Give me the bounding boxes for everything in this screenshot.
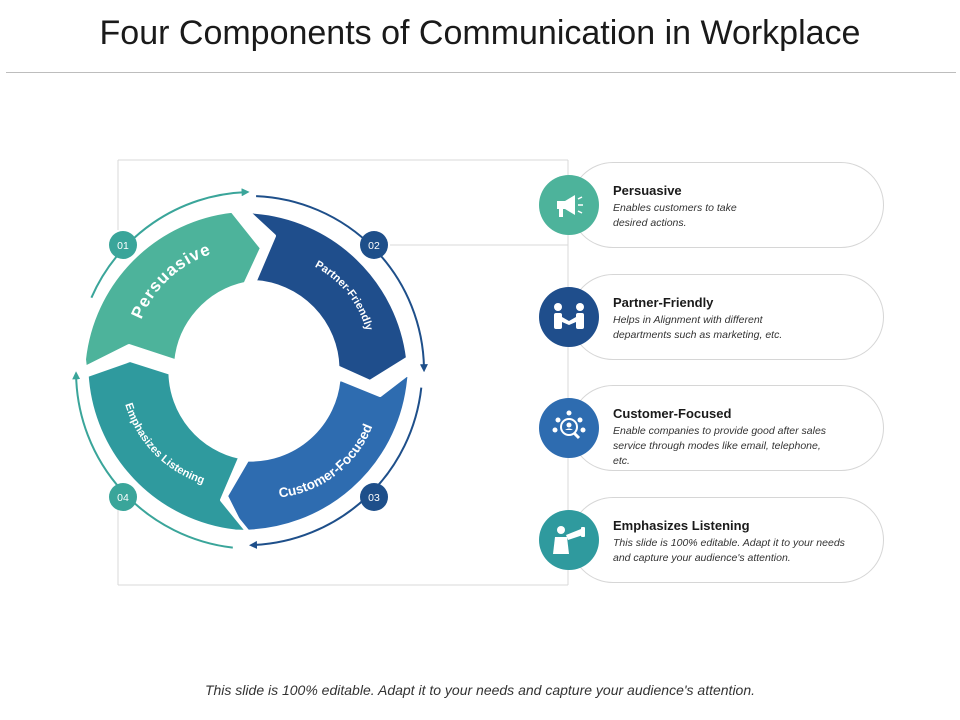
card-description: Helps in Alignment with different depart… xyxy=(613,314,783,341)
card-persuasive: Persuasive Enables customers to take des… xyxy=(539,162,884,248)
telescope-person-icon xyxy=(539,510,599,570)
people-search-icon xyxy=(539,398,599,458)
page-title: Four Components of Communication in Work… xyxy=(99,14,861,52)
badge-03: 03 xyxy=(360,483,388,511)
badge-number: 01 xyxy=(117,240,129,252)
card-description: Enable companies to provide good after s… xyxy=(613,425,827,467)
connector-lines xyxy=(117,159,569,586)
footer-note: This slide is 100% editable. Adapt it to… xyxy=(204,682,756,698)
title-divider xyxy=(6,72,956,73)
badge-04: 04 xyxy=(109,483,137,511)
card-title: Emphasizes Listening xyxy=(613,518,750,533)
badge-number: 02 xyxy=(368,240,380,252)
segment-partner-friendly[interactable] xyxy=(244,208,410,384)
card-partner-friendly: Partner-Friendly Helps in Alignment with… xyxy=(539,274,884,360)
badge-number: 04 xyxy=(117,492,129,504)
badge-02: 02 xyxy=(360,231,388,259)
handshake-icon xyxy=(539,287,599,347)
segment-persuasive[interactable] xyxy=(82,208,264,370)
card-customer-focused: Customer-Focused Enable companies to pro… xyxy=(539,385,884,471)
badge-number: 03 xyxy=(368,492,380,504)
card-emphasizes-listening: Emphasizes Listening This slide is 100% … xyxy=(539,497,884,583)
card-description: This slide is 100% editable. Adapt it to… xyxy=(613,537,845,564)
card-title: Persuasive xyxy=(613,183,682,198)
card-description: Enables customers to take desired action… xyxy=(613,202,737,229)
segment-emphasizes-listening[interactable] xyxy=(84,358,250,534)
card-title: Partner-Friendly xyxy=(613,295,714,310)
outer-arc-teal-top xyxy=(90,188,250,299)
megaphone-icon xyxy=(539,175,599,235)
card-title: Customer-Focused xyxy=(613,406,732,421)
badge-01: 01 xyxy=(109,231,137,259)
